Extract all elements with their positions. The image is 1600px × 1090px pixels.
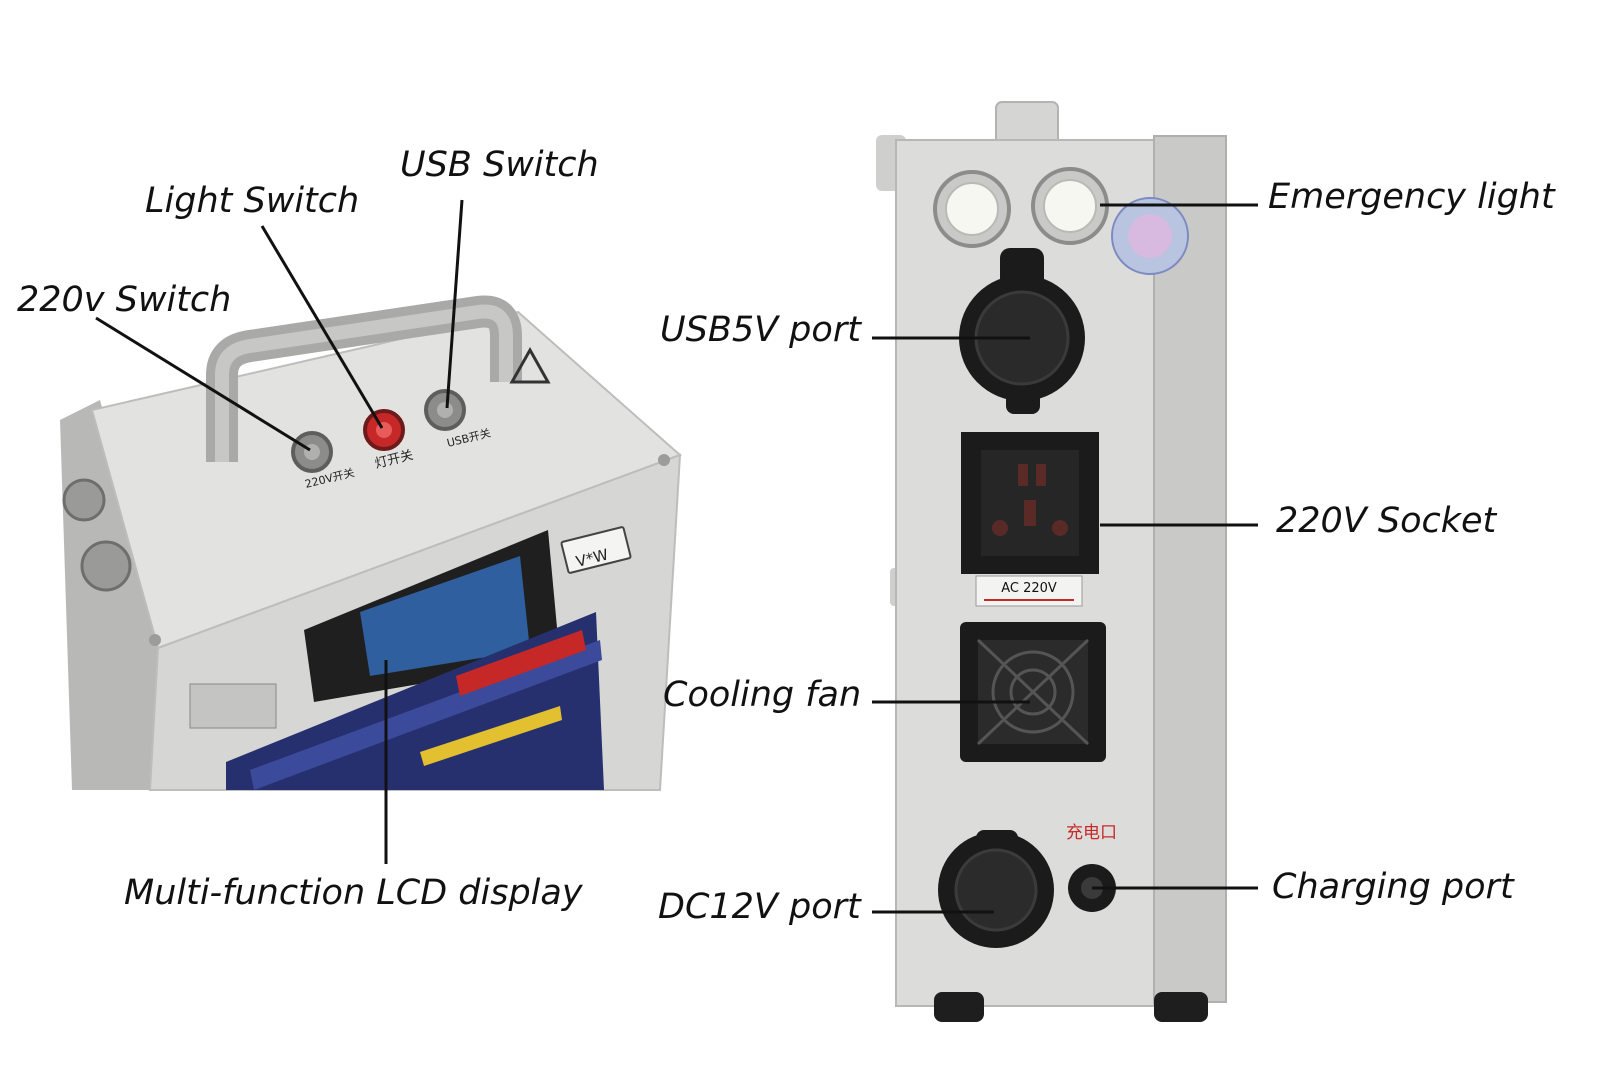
front-sticker-yellow-band	[420, 706, 562, 766]
usb-switch-leader	[445, 199, 464, 409]
usb-port-tab	[1006, 388, 1040, 414]
socket-pin-slot	[1024, 500, 1036, 526]
socket-pin-hole	[992, 520, 1008, 536]
switch-220v-leader	[95, 316, 311, 452]
cooling-fan-ring	[991, 650, 1075, 734]
socket-pin-slot	[1018, 464, 1028, 486]
switch-220v-callout: 220v Switch	[17, 280, 232, 320]
leader-lines	[95, 199, 1258, 914]
lcd-screen	[360, 556, 530, 676]
lcd-display-callout: Multi-function LCD display	[124, 873, 583, 913]
cooling-fan-callout: Cooling fan	[663, 675, 862, 715]
warning-triangle-icon	[509, 346, 551, 384]
socket-pin-hole	[1052, 520, 1068, 536]
foot	[934, 992, 984, 1022]
charge-port-cn-label: 充电口	[1066, 823, 1117, 843]
side-connector	[80, 540, 132, 592]
screw	[149, 634, 161, 646]
front-sticker-red-band	[456, 630, 586, 696]
emergency-light-callout: Emergency light	[1268, 177, 1555, 217]
ac-220v-label: AC 220V	[1001, 581, 1057, 596]
side-connector	[62, 478, 106, 522]
hologram-sticker-inner	[1128, 214, 1172, 258]
left-device: 220V开关 灯开关 USB开关 V*W	[60, 295, 682, 791]
usb-switch-callout: USB Switch	[400, 145, 599, 185]
cooling-fan-ring	[1009, 668, 1057, 716]
screw	[658, 454, 670, 466]
usb5v-port-callout: USB5V port	[660, 310, 861, 350]
carry-handle-highlight	[215, 304, 513, 462]
socket-pin-slot	[1036, 464, 1046, 486]
front-sticker-band	[250, 640, 602, 790]
right-device: AC 220V 充电口	[876, 101, 1227, 1022]
cooling-fan-strut	[976, 638, 1090, 746]
dc12v-port-callout: DC12V port	[658, 887, 861, 927]
right-device-side	[1153, 135, 1227, 1003]
foot	[1154, 992, 1208, 1022]
light-switch-callout: Light Switch	[145, 181, 360, 221]
dc12v-port-inner	[954, 848, 1038, 932]
emergency-light-2-lens	[1043, 179, 1097, 233]
usb-switch-button-center	[437, 402, 453, 418]
charging-port-callout: Charging port	[1272, 867, 1514, 907]
emergency-light-1-lens	[945, 182, 999, 236]
meter-badge	[560, 526, 632, 574]
rating-label	[189, 683, 277, 729]
light-switch-leader	[260, 225, 384, 429]
socket-220v-callout: 220V Socket	[1276, 501, 1497, 541]
